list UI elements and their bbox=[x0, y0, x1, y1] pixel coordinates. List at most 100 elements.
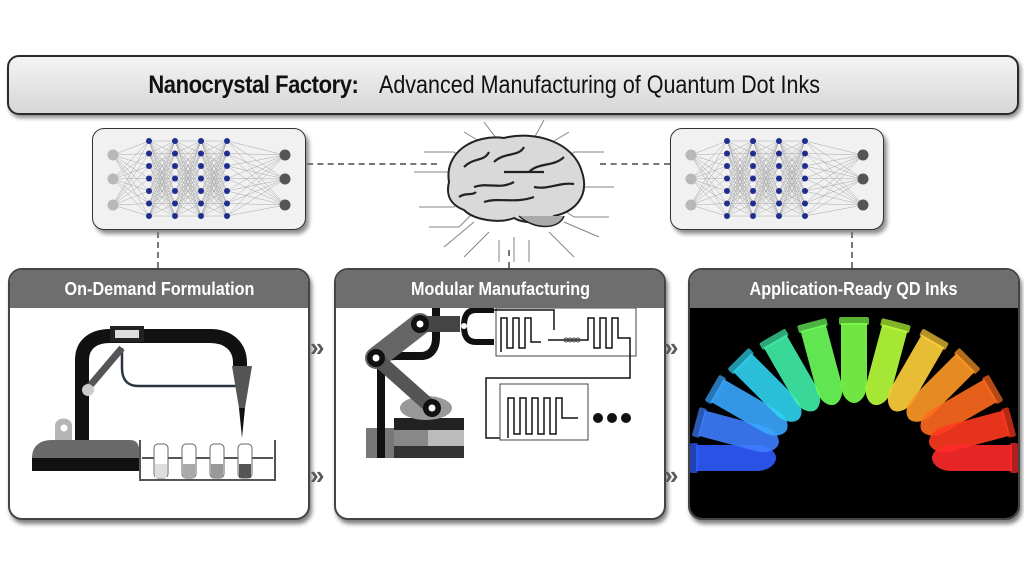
nn-node bbox=[198, 175, 204, 182]
nn-edge bbox=[690, 154, 728, 167]
nn-node bbox=[750, 175, 756, 182]
qd-vial bbox=[865, 318, 911, 406]
nn-node bbox=[750, 213, 756, 219]
nn-node bbox=[224, 200, 230, 207]
connector-dashed bbox=[851, 232, 853, 268]
nn-node bbox=[857, 173, 869, 185]
flow-arrow-icon: » bbox=[310, 460, 325, 490]
panel-application-ready-qd-inks: Application-Ready QD Inks bbox=[688, 268, 1020, 520]
nn-edge bbox=[778, 140, 806, 204]
nn-edge bbox=[690, 203, 728, 206]
qd-vial bbox=[759, 329, 821, 412]
nn-edge bbox=[690, 140, 728, 180]
panel-title: On-Demand Formulation bbox=[64, 278, 254, 299]
nn-node bbox=[802, 175, 808, 182]
nn-edge bbox=[112, 153, 150, 156]
nn-node bbox=[279, 149, 291, 161]
nn-edge bbox=[804, 178, 864, 206]
connector-dashed bbox=[307, 163, 437, 165]
nn-edge bbox=[726, 190, 754, 217]
neural-network-icon bbox=[107, 138, 291, 219]
nn-edge bbox=[112, 140, 150, 180]
nn-edge bbox=[690, 178, 728, 217]
nn-node bbox=[224, 175, 230, 182]
nn-edge bbox=[226, 154, 286, 167]
nn-edge bbox=[112, 154, 150, 179]
nn-edge bbox=[804, 154, 864, 167]
nn-edge bbox=[690, 165, 728, 206]
nn-node bbox=[857, 149, 869, 161]
nn-edge bbox=[226, 178, 286, 180]
nn-edge bbox=[690, 153, 728, 156]
nn-node bbox=[172, 163, 178, 169]
nn-edge bbox=[112, 140, 150, 206]
nn-node bbox=[724, 188, 730, 194]
nn-edge bbox=[148, 140, 176, 167]
nn-node bbox=[802, 138, 808, 144]
nn-edge bbox=[778, 178, 806, 217]
nn-edge bbox=[112, 140, 150, 156]
nn-edge bbox=[226, 154, 286, 179]
nn-node bbox=[172, 200, 178, 207]
nn-edge bbox=[226, 203, 286, 206]
nn-node bbox=[802, 163, 808, 169]
nn-node bbox=[802, 213, 808, 219]
nn-edge bbox=[726, 140, 754, 217]
nn-node bbox=[776, 163, 782, 169]
neural-network-right bbox=[670, 128, 884, 230]
nn-edge bbox=[752, 153, 780, 217]
nn-edge bbox=[112, 178, 150, 206]
nn-node bbox=[224, 213, 230, 219]
flow-arrow-icon: » bbox=[664, 332, 679, 362]
nn-edge bbox=[778, 140, 806, 192]
nn-edge bbox=[148, 203, 176, 217]
nn-edge bbox=[726, 140, 754, 204]
nn-node bbox=[750, 138, 756, 144]
nn-node bbox=[724, 138, 730, 144]
flow-arrow-icon: » bbox=[310, 332, 325, 362]
nn-edge bbox=[174, 140, 202, 217]
nn-edge bbox=[148, 153, 176, 217]
qd-vial bbox=[929, 407, 1016, 453]
nn-edge bbox=[752, 178, 780, 217]
title-bold: Nanocrystal Factory: bbox=[148, 70, 359, 99]
nn-node bbox=[107, 173, 119, 185]
nn-edge bbox=[200, 153, 228, 217]
panel-on-demand-formulation: On-Demand Formulation bbox=[8, 268, 310, 520]
nn-edge bbox=[690, 178, 728, 206]
nn-edge bbox=[174, 178, 202, 217]
nn-edge bbox=[804, 140, 864, 180]
nn-node bbox=[146, 163, 152, 169]
nn-node bbox=[224, 188, 230, 194]
nn-edge bbox=[752, 140, 780, 154]
nn-node bbox=[776, 188, 782, 194]
nn-edge bbox=[804, 154, 864, 217]
nn-node bbox=[172, 188, 178, 194]
nn-edge bbox=[226, 204, 286, 217]
nn-node bbox=[685, 199, 697, 211]
nn-node bbox=[107, 199, 119, 211]
nn-edge bbox=[804, 154, 864, 179]
nn-edge bbox=[726, 178, 754, 217]
nn-edge bbox=[804, 154, 864, 192]
nn-edge bbox=[148, 140, 176, 154]
qd-vial bbox=[797, 318, 843, 406]
nn-edge bbox=[804, 178, 864, 180]
nn-edge bbox=[112, 178, 150, 192]
nn-node bbox=[224, 150, 230, 157]
nn-node bbox=[172, 150, 178, 157]
nn-edge bbox=[690, 154, 728, 179]
nn-node bbox=[198, 163, 204, 169]
nn-edge bbox=[690, 178, 728, 204]
qd-vial bbox=[906, 348, 980, 422]
qd-vial bbox=[728, 348, 802, 422]
nn-node bbox=[146, 175, 152, 182]
nn-edge bbox=[226, 178, 286, 204]
nn-edge bbox=[690, 178, 728, 180]
nn-edge bbox=[804, 178, 864, 204]
nn-edge bbox=[804, 154, 864, 204]
nn-edge bbox=[804, 178, 864, 192]
nn-edge bbox=[200, 140, 228, 154]
nn-edge bbox=[778, 140, 806, 217]
nn-edge bbox=[112, 153, 150, 180]
